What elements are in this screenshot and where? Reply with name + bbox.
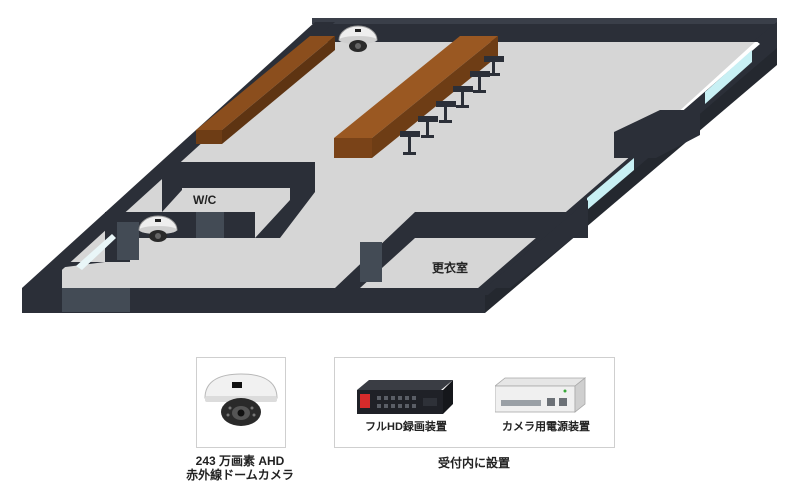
stool <box>453 86 473 92</box>
changing-room-back-wall <box>415 212 588 238</box>
reception-equipment-card: フルHD録画装置 カメラ用電源装置 <box>334 357 615 448</box>
room-label-changing: 更衣室 <box>432 260 468 275</box>
dome-camera-icon <box>204 373 278 426</box>
power-supply-icon <box>495 377 587 413</box>
back-wall-top <box>312 18 777 24</box>
right-window-lower <box>587 158 634 210</box>
wc-door <box>196 212 224 238</box>
camera-caption-line1: 243 万画素 AHD <box>195 454 285 468</box>
room-label-wc: W/C <box>193 193 217 207</box>
recorder-label: フルHD録画装置 <box>365 421 447 433</box>
counter-side <box>372 36 498 158</box>
stool <box>470 71 490 77</box>
counter-stools <box>400 56 504 155</box>
left-partition-panel <box>117 222 139 260</box>
left-partition-wall <box>42 212 130 288</box>
recorder-device-icon <box>357 380 453 414</box>
counter-front <box>334 138 372 158</box>
camera-caption-line2: 赤外線ドームカメラ <box>186 468 294 482</box>
camera-caption: 243 万画素 AHD 赤外線ドームカメラ <box>160 454 320 482</box>
wall-bench-top <box>196 36 335 130</box>
power-supply-label: カメラ用電源装置 <box>502 421 590 433</box>
front-wall <box>22 288 485 312</box>
stool <box>436 101 456 107</box>
right-window-upper <box>705 50 752 104</box>
camera-product-card <box>196 357 286 448</box>
wall-bench-front <box>196 130 222 144</box>
dome-camera-icon <box>338 25 378 52</box>
back-wall <box>315 22 777 42</box>
wc-left-wall <box>162 162 182 212</box>
wall-bench-side <box>222 36 335 144</box>
stool <box>400 131 420 137</box>
reception-caption: 受付内に設置 <box>437 456 510 470</box>
wc-back-wall <box>162 162 315 188</box>
counter-top <box>334 36 498 138</box>
stool <box>418 116 438 122</box>
front-entrance-panel <box>62 288 130 312</box>
left-corridor-window <box>76 234 116 270</box>
wc-right-wall <box>255 168 315 238</box>
changing-room-door <box>360 242 382 282</box>
floor-plan-diagram: W/C 更衣室 <box>22 18 777 313</box>
right-alcove-block <box>614 110 700 158</box>
stool <box>484 56 504 62</box>
changing-room-right-wall <box>485 200 588 288</box>
dome-camera-icon <box>138 215 178 242</box>
